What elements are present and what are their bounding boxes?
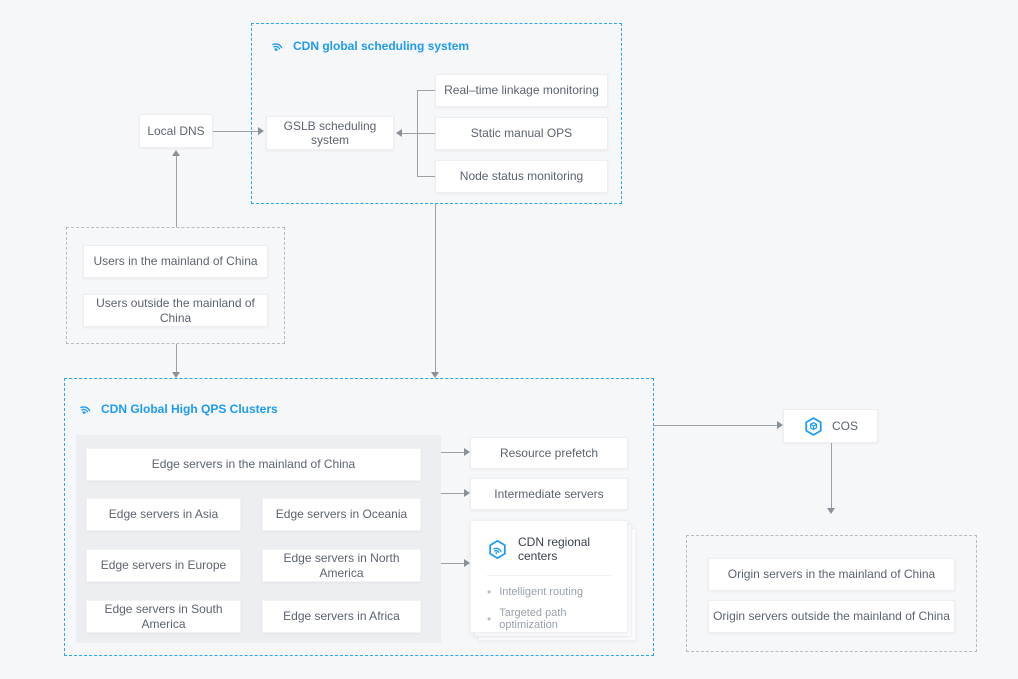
users-outside-china-node[interactable]: Users outside the mainland of China — [83, 294, 268, 327]
arrowhead-users-to-local-dns — [172, 150, 180, 156]
edge-africa-label: Edge servers in Africa — [283, 609, 400, 624]
regional-centers-title: CDN regional centers — [518, 535, 591, 563]
edge-asia-node[interactable]: Edge servers in Asia — [86, 498, 241, 531]
intermediate-servers-node[interactable]: Intermediate servers — [470, 478, 628, 510]
hexagon-cube-icon — [803, 416, 824, 437]
realtime-linkage-monitoring-node[interactable]: Real–time linkage monitoring — [435, 74, 608, 107]
users-to-clusters-line — [176, 344, 177, 372]
arrowhead-cos-to-origin — [827, 508, 835, 514]
connector-realtime-stub-line — [417, 90, 435, 91]
users-mainland-china-node[interactable]: Users in the mainland of China — [83, 245, 268, 278]
users-container — [66, 227, 285, 344]
qps-clusters-container — [64, 378, 654, 656]
node-status-monitoring-node[interactable]: Node status monitoring — [435, 160, 608, 193]
regional-centers-bullet: • Intelligent routing — [487, 586, 611, 598]
arrowhead-local-dns-to-gslb — [258, 127, 264, 135]
resource-prefetch-node[interactable]: Resource prefetch — [470, 437, 628, 469]
edge-europe-node[interactable]: Edge servers in Europe — [86, 549, 241, 582]
edge-africa-node[interactable]: Edge servers in Africa — [262, 600, 421, 633]
local-dns-label: Local DNS — [147, 123, 205, 138]
resource-prefetch-label: Resource prefetch — [499, 445, 599, 460]
local-dns-node[interactable]: Local DNS — [139, 114, 213, 148]
users-to-local-dns-line — [176, 156, 177, 227]
edge-south-america-label: Edge servers in South America — [104, 602, 223, 631]
gslb-label: GSLB scheduling system — [283, 118, 377, 147]
edge-south-america-node[interactable]: Edge servers in South America — [86, 600, 241, 633]
static-manual-ops-node[interactable]: Static manual OPS — [435, 117, 608, 150]
scheduling-system-title-label: CDN global scheduling system — [293, 38, 470, 53]
qps-clusters-title-label: CDN Global High QPS Clusters — [101, 401, 278, 416]
edge-north-america-node[interactable]: Edge servers in North America — [262, 549, 421, 582]
qps-clusters-title: CDN Global High QPS Clusters — [78, 401, 278, 416]
regional-centers-divider — [487, 575, 611, 576]
static-manual-ops-label: Static manual OPS — [470, 126, 573, 141]
clusters-to-cos-line — [654, 425, 777, 426]
cos-label: COS — [831, 418, 858, 433]
connector-gslb-line — [402, 133, 435, 134]
origin-mainland-china-label: Origin servers in the mainland of China — [727, 567, 936, 582]
edge-north-america-label: Edge servers in North America — [283, 551, 400, 580]
arrowhead-into-gslb — [396, 129, 402, 137]
panel-to-intermediate-line — [441, 493, 464, 494]
panel-to-regional-centers-line — [441, 563, 464, 564]
edge-mainland-china-label: Edge servers in the mainland of China — [151, 457, 356, 472]
regional-centers-card[interactable]: CDN regional centers • Intelligent routi… — [470, 520, 628, 633]
edge-asia-label: Edge servers in Asia — [108, 507, 219, 522]
targeted-path-optimization-label: Targeted path optimization — [499, 607, 567, 631]
realtime-linkage-monitoring-label: Real–time linkage monitoring — [444, 83, 599, 98]
cos-to-origin-line — [831, 443, 832, 508]
intermediate-servers-label: Intermediate servers — [494, 486, 604, 501]
arrowhead-scheduling-to-clusters — [431, 372, 439, 378]
edge-europe-label: Edge servers in Europe — [100, 558, 227, 573]
local-dns-to-gslb-line — [213, 131, 258, 132]
origin-outside-china-label: Origin servers outside the mainland of C… — [713, 609, 950, 624]
regional-centers-bullet: • Targeted path optimization — [487, 607, 611, 631]
edge-oceania-label: Edge servers in Oceania — [275, 507, 408, 522]
arrowhead-clusters-to-cos — [777, 421, 783, 429]
edge-mainland-china-node[interactable]: Edge servers in the mainland of China — [86, 448, 421, 481]
bullet-dot-icon: • — [487, 585, 492, 599]
arrowhead-to-regional-centers — [464, 559, 470, 567]
bullet-dot-icon: • — [487, 612, 492, 626]
cdn-waves-icon — [270, 38, 285, 53]
scheduling-system-container — [251, 23, 622, 204]
node-status-monitoring-label: Node status monitoring — [459, 169, 584, 184]
hexagon-waves-icon — [487, 539, 508, 560]
gslb-scheduling-system-node[interactable]: GSLB scheduling system — [266, 116, 394, 150]
edge-oceania-node[interactable]: Edge servers in Oceania — [262, 498, 421, 531]
users-outside-china-label: Users outside the mainland of China — [96, 296, 255, 325]
users-mainland-china-label: Users in the mainland of China — [93, 254, 258, 269]
panel-to-resource-prefetch-line — [441, 452, 464, 453]
cos-node[interactable]: COS — [783, 409, 878, 443]
arrowhead-users-to-clusters — [172, 372, 180, 378]
origin-outside-china-node[interactable]: Origin servers outside the mainland of C… — [708, 600, 955, 633]
arrowhead-to-resource-prefetch — [464, 448, 470, 456]
cdn-waves-icon — [78, 401, 93, 416]
origin-servers-container — [686, 535, 977, 652]
connector-nodestatus-stub-line — [417, 176, 435, 177]
arrowhead-to-intermediate — [464, 489, 470, 497]
regional-centers-header: CDN regional centers — [487, 535, 611, 563]
intelligent-routing-label: Intelligent routing — [499, 586, 583, 598]
scheduling-system-title: CDN global scheduling system — [270, 38, 469, 53]
scheduling-to-clusters-line — [435, 204, 436, 372]
origin-mainland-china-node[interactable]: Origin servers in the mainland of China — [708, 558, 955, 591]
